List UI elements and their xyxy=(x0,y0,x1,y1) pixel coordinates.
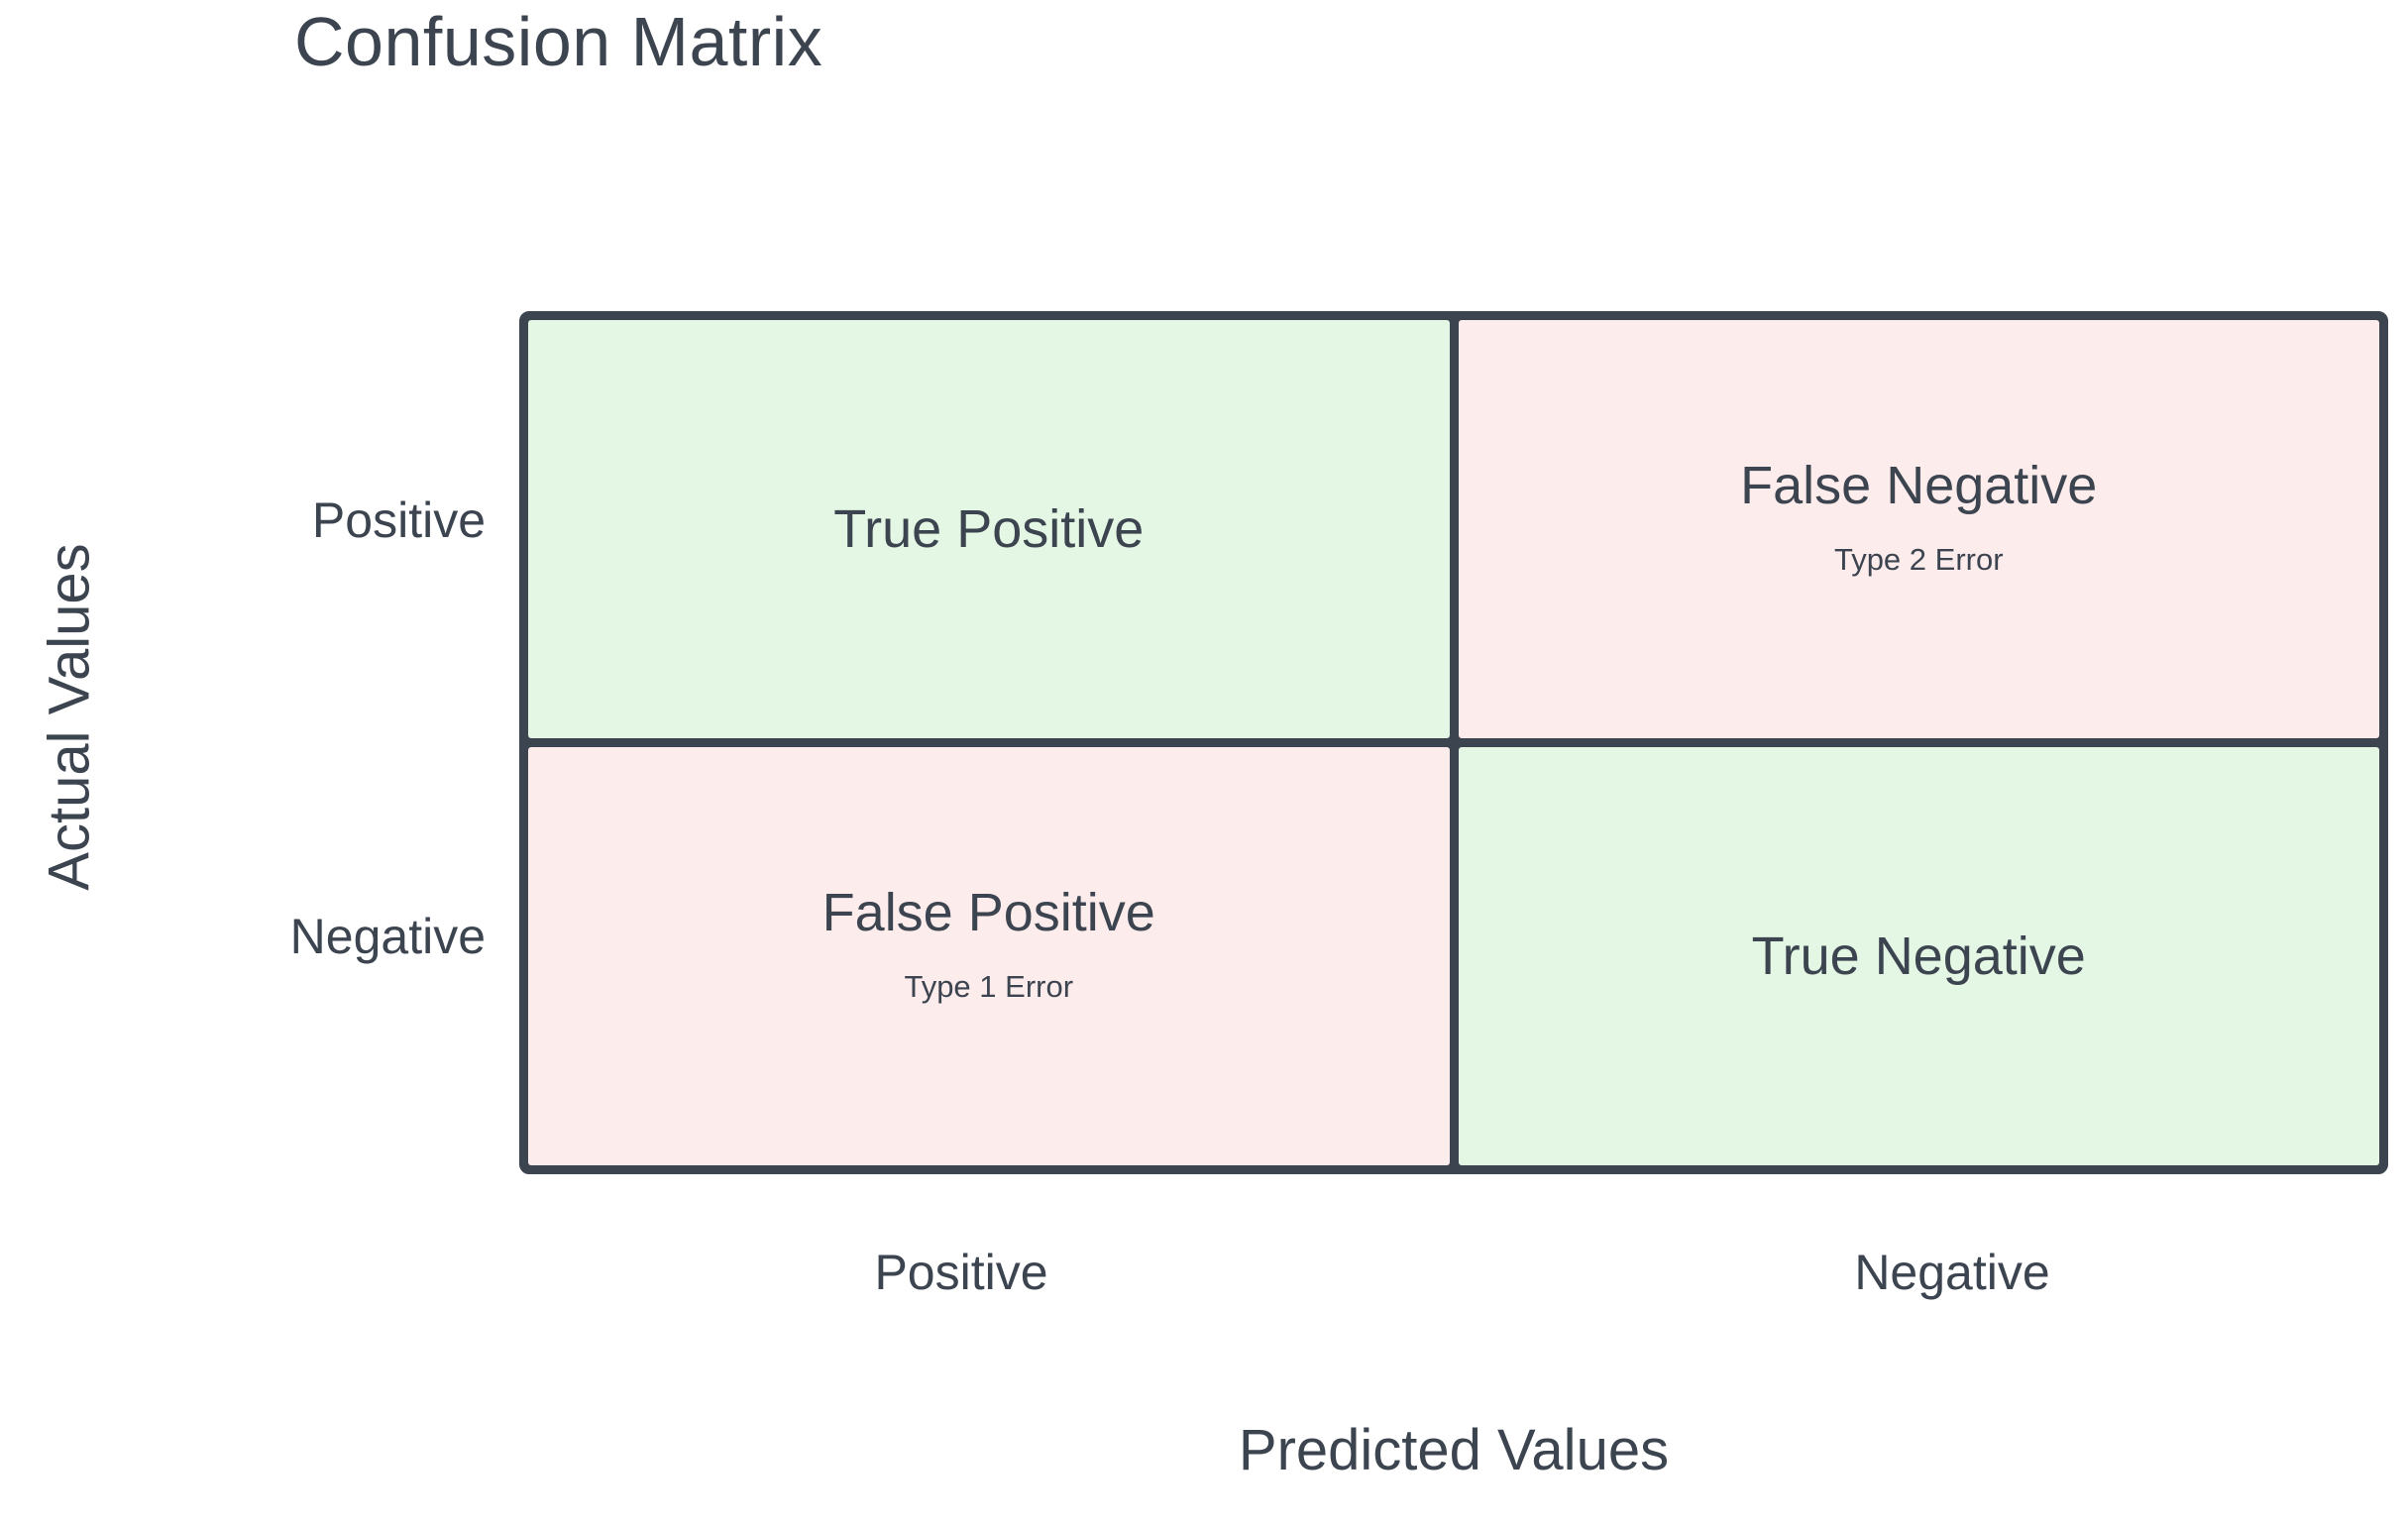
confusion-matrix-grid: True Positive False Negative Type 2 Erro… xyxy=(519,311,2388,1174)
cell-false-negative-sublabel: Type 2 Error xyxy=(1833,542,2004,578)
cell-false-positive-label: False Positive xyxy=(821,882,1155,942)
cell-false-positive[interactable]: False Positive Type 1 Error xyxy=(528,747,1450,1165)
y-axis-title: Actual Values xyxy=(37,543,102,891)
cell-false-negative-label: False Negative xyxy=(1740,455,2098,515)
page-title: Confusion Matrix xyxy=(294,3,823,80)
cell-true-positive-label: True Positive xyxy=(833,498,1145,559)
y-tick-label-negative: Negative xyxy=(289,909,486,964)
x-tick-label-positive: Positive xyxy=(874,1245,1048,1300)
cell-false-negative[interactable]: False Negative Type 2 Error xyxy=(1458,320,2379,738)
cell-true-negative[interactable]: True Negative xyxy=(1458,747,2379,1165)
cell-false-positive-sublabel: Type 1 Error xyxy=(904,969,1074,1005)
cell-true-negative-label: True Negative xyxy=(1751,926,2086,986)
y-tick-label-positive: Positive xyxy=(311,492,486,548)
cell-true-positive[interactable]: True Positive xyxy=(528,320,1450,738)
x-axis-title: Predicted Values xyxy=(1238,1418,1670,1482)
x-tick-label-negative: Negative xyxy=(1854,1245,2050,1300)
